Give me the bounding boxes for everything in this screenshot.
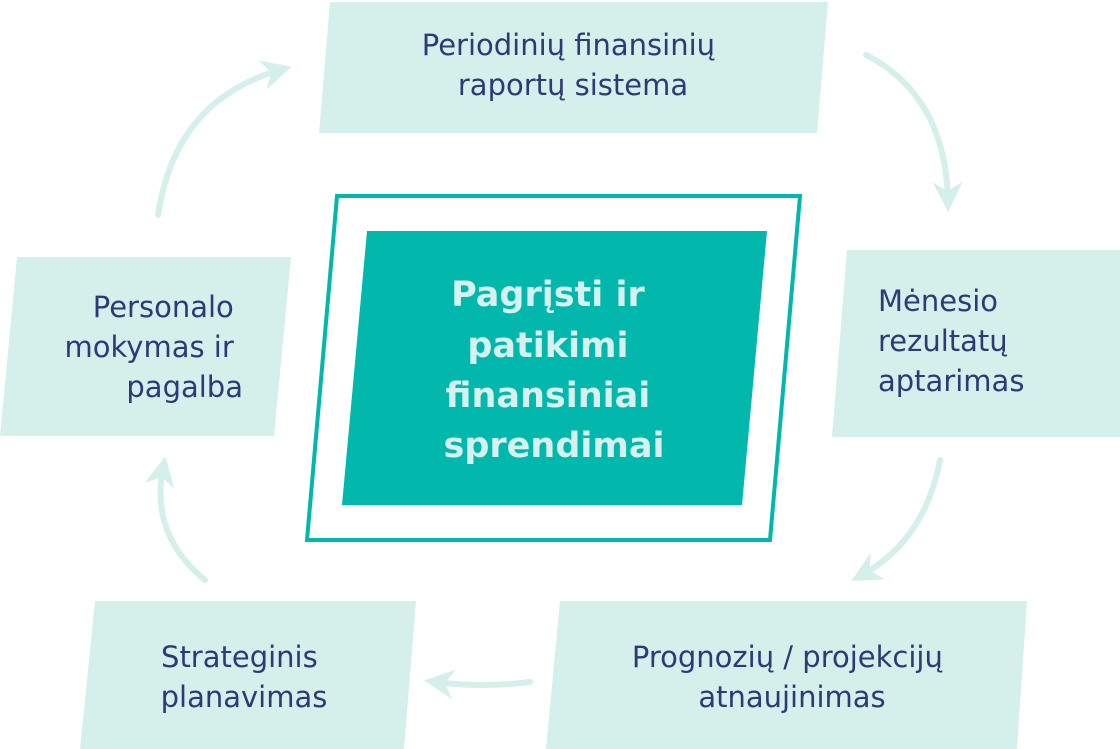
arrow-left-to-top <box>155 60 292 218</box>
center-title-line: patikimi <box>467 326 628 366</box>
step-label-line: rezultatų <box>878 324 1008 358</box>
step-label-line: raportų sistema <box>458 68 688 102</box>
step-label-right: Mėnesio rezultatų aptarimas <box>878 284 1024 398</box>
step-label-left: Personalo mokymas ir pagalba <box>65 290 243 404</box>
step-label-line: Personalo <box>93 290 234 324</box>
step-box-bottom-left <box>80 601 416 749</box>
step-label-line: Mėnesio <box>878 284 998 318</box>
step-label-line: pagalba <box>126 370 243 404</box>
step-box-left <box>0 257 291 436</box>
step-box-bottom-right <box>546 601 1027 749</box>
step-label-top: Periodinių finansinių raportų sistema <box>422 28 725 102</box>
center-title: Pagrįsti ir patikimi finansiniai sprendi… <box>444 275 665 466</box>
step-label-line: planavimas <box>161 680 328 714</box>
center-box <box>342 231 767 505</box>
step-label-line: aptarimas <box>878 364 1024 398</box>
step-box-top <box>319 2 828 133</box>
arrow-top-to-right <box>863 52 963 212</box>
step-box-right <box>832 250 1120 437</box>
step-label-line: Prognozių / projekcijų <box>632 640 943 674</box>
step-label-line: Strateginis <box>161 640 318 674</box>
step-label-bottom-left: Strateginis planavimas <box>161 640 328 714</box>
arrow-bottom-right-to-bottom-left <box>424 669 533 700</box>
center-box-outline <box>304 194 803 542</box>
step-label-line: Periodinių finansinių <box>422 28 715 62</box>
step-label-bottom-right: Prognozių / projekcijų atnaujinimas <box>632 640 952 714</box>
step-label-line: atnaujinimas <box>698 680 885 714</box>
center-title-line: finansiniai <box>446 376 651 416</box>
center-title-line: sprendimai <box>444 426 665 466</box>
center-title-line: Pagrįsti ir <box>451 275 645 315</box>
arrow-right-to-bottom-right <box>851 457 943 581</box>
step-label-line: mokymas ir <box>65 330 234 364</box>
arrow-bottom-left-to-left <box>144 456 208 583</box>
